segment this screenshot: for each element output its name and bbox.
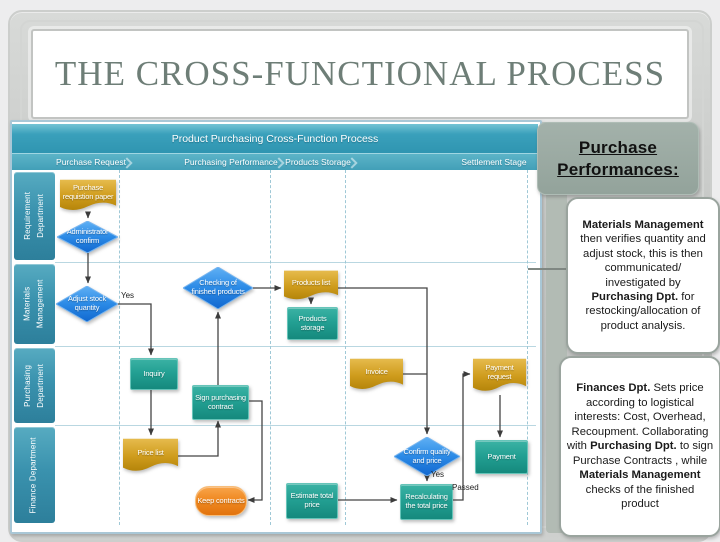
adjust-stock-quantity: Adjust stock quantity (56, 286, 118, 322)
sidebar-heading-box: Purchase Performances: (537, 122, 699, 195)
payment-request-shape (473, 358, 526, 391)
inquiry-label: Inquiry (143, 368, 165, 378)
inquiry: Inquiry (130, 358, 178, 390)
products-storage: Products storage (287, 307, 338, 340)
confirm-quality-and-price: Confirm quality and price (394, 437, 460, 476)
estimate-total-price: Estimate total price (286, 483, 338, 519)
lane-label-text: Purchasing Department (22, 363, 45, 408)
invoice: Invoice (350, 358, 403, 393)
products-storage-label: Products storage (298, 313, 327, 332)
phase-label-1: Purchasing Performance (184, 157, 278, 167)
sign-purchasing-contract: Sign purchasing contract (192, 385, 249, 420)
column-separator-line (345, 170, 346, 525)
callout-text: Materials Management then verifies quant… (580, 218, 706, 332)
products-list: Products list (284, 270, 338, 303)
products-list-label: Products list (291, 277, 331, 287)
lane-label-1: Materials Management (14, 264, 55, 344)
recalculating-the-total-price: Recalculating the total price (400, 484, 453, 520)
checking-of-finished-products-label: Checking of finished products (191, 278, 245, 296)
column-separator-line (270, 170, 271, 525)
column-separator-line (527, 170, 528, 525)
checking-of-finished-products: Checking of finished products (183, 267, 253, 309)
edge-label-0: Yes (121, 291, 135, 300)
lane-boundary-line (55, 425, 536, 426)
administrator-confirm: Administrator confirm (57, 221, 118, 253)
phase-bar: Purchase Request Purchasing Performance Pr… (12, 153, 538, 170)
lane-label-2: Purchasing Department (14, 348, 55, 423)
lane-boundary-line (55, 262, 536, 263)
callout-text: Finances Dpt. Sets price according to lo… (566, 382, 714, 511)
purchase-requisition-paper-label: Purchase requistion paper (62, 183, 114, 201)
column-separator-line (119, 170, 120, 525)
price-list-label: Price list (137, 447, 164, 457)
phase-label-2: Products Storage (285, 157, 351, 167)
flowchart-title: Product Purchasing Cross-Function Proces… (171, 132, 379, 145)
callout-box-materials: Materials Management then verifies quant… (566, 197, 720, 354)
edge-label-2: Passed (452, 483, 479, 492)
payment: Payment (475, 440, 528, 474)
keep-contracts-label: Keep contracts (197, 495, 245, 505)
lane-label-3: Finance Department (14, 427, 55, 523)
lane-label-0: Requirement Department (14, 172, 55, 260)
invoice-label: Invoice (365, 366, 388, 376)
invoice-shape (350, 358, 403, 389)
checking-of-finished-products-shape (183, 267, 253, 309)
recalculating-the-total-price-label: Recalculating the total price (405, 492, 448, 510)
page-title: THE CROSS-FUNCTIONAL PROCESS (54, 54, 666, 93)
slide-title-box: THE CROSS-FUNCTIONAL PROCESS (31, 29, 689, 119)
phase-label-3: Settlement Stage (461, 157, 527, 167)
callout-connector-line (528, 268, 567, 270)
purchase-requisition-paper: Purchase requistion paper (60, 179, 116, 214)
lane-boundary-line (55, 346, 536, 347)
price-list: Price list (123, 438, 178, 475)
administrator-confirm-label: Administrator confirm (66, 227, 109, 245)
adjust-stock-quantity-label: Adjust stock quantity (67, 294, 107, 312)
edge-label-1: Yes (431, 470, 445, 479)
sidebar-heading: Purchase Performances: (557, 138, 679, 179)
payment-request: Payment request (473, 358, 526, 395)
purchase-requisition-paper-shape (60, 179, 116, 210)
lane-label-text: Materials Management (22, 279, 45, 329)
confirm-quality-and-price-shape (394, 437, 460, 476)
adjust-stock-quantity-shape (56, 286, 118, 322)
lane-label-text: Finance Department (29, 436, 39, 514)
keep-contracts: Keep contracts (195, 486, 247, 516)
callout-box-finances: Finances Dpt. Sets price according to lo… (559, 356, 720, 537)
phase-label-0: Purchase Request (56, 157, 126, 167)
lane-label-text: Requirement Department (22, 191, 45, 241)
sign-purchasing-contract-label: Sign purchasing contract (195, 392, 246, 411)
estimate-total-price-label: Estimate total price (290, 491, 334, 509)
administrator-confirm-shape (57, 221, 118, 253)
flowchart-titlebar: Product Purchasing Cross-Function Proces… (12, 124, 538, 153)
price-list-shape (123, 438, 178, 471)
payment-label: Payment (487, 451, 516, 461)
products-list-shape (284, 270, 338, 300)
payment-request-label: Payment request (485, 363, 514, 381)
confirm-quality-and-price-label: Confirm quality and price (403, 446, 451, 465)
